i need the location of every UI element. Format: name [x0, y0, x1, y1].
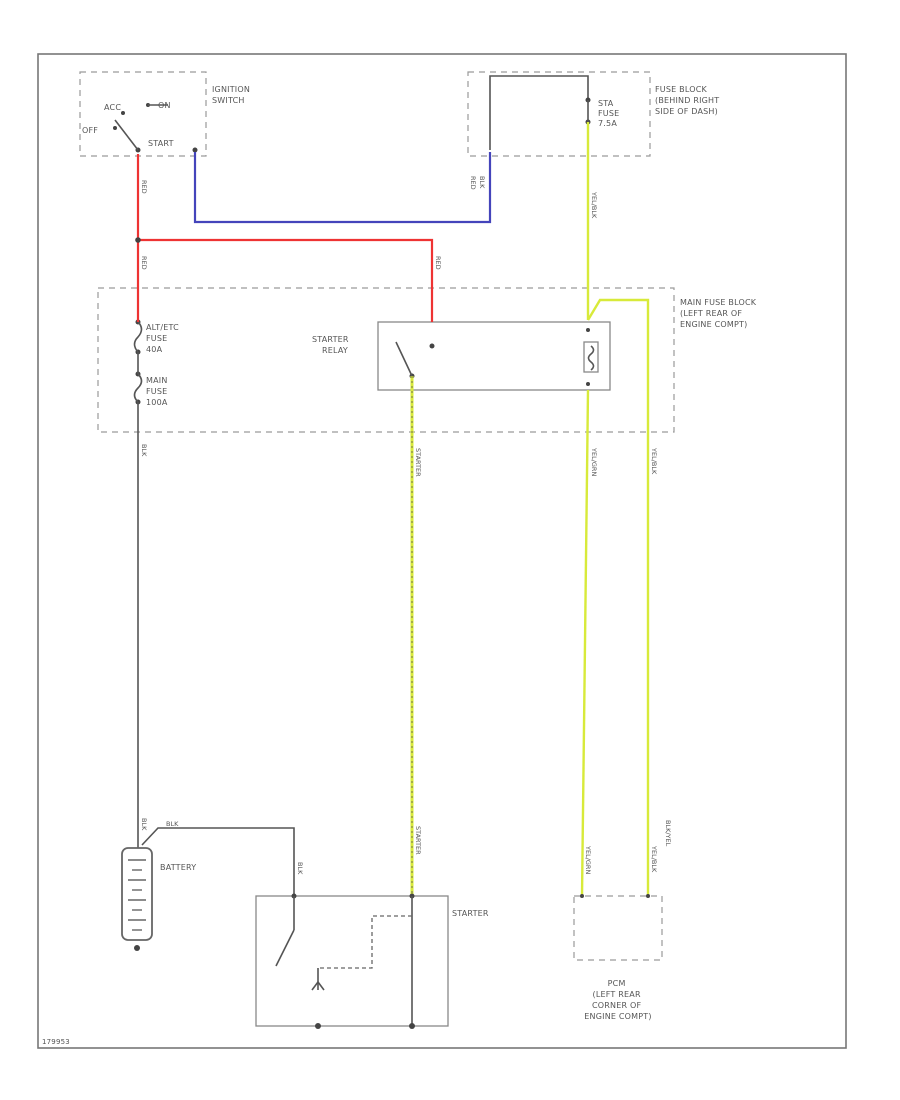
wire-label-yel-blk-1: YEL/BLK — [590, 191, 598, 219]
wire-label-starter-2: STARTER — [414, 826, 422, 855]
wire-label-blk-yel: BLK/YEL — [664, 820, 672, 847]
wire-label-yel-grn-2: YEL/GRN — [584, 845, 592, 874]
wire-labels: RED RED RED BLK RED YEL/BLK BLK STARTER … — [140, 176, 672, 875]
main-fuse-label: MAIN FUSE 100A — [146, 376, 170, 407]
wire-label-red-2: RED — [140, 256, 148, 270]
battery: BATTERY — [121, 847, 196, 951]
battery-label: BATTERY — [160, 863, 196, 872]
fuse-block-label: FUSE BLOCK (BEHIND RIGHT SIDE OF DASH) — [655, 85, 722, 116]
starter: STARTER — [255, 893, 489, 1029]
blue-wire — [193, 152, 492, 224]
ignition-switch-label: IGNITION SWITCH — [212, 85, 253, 105]
wire-label-blk-4: BLK — [296, 862, 304, 875]
wire-label-yel-grn-1: YEL/GRN — [590, 447, 598, 476]
pcm-label: PCM (LEFT REAR CORNER OF ENGINE COMPT) — [584, 979, 651, 1021]
battery-starter-cable — [141, 827, 295, 896]
red-wires — [135, 154, 434, 322]
wire-label-blk-3: BLK — [166, 820, 179, 828]
yel-blk-wire — [586, 298, 650, 896]
alt-fuse-label: ALT/ETC FUSE 40A — [146, 323, 182, 354]
wire-label-blk-2: BLK — [140, 818, 148, 831]
fuse-block-dash: FUSE BLOCK (BEHIND RIGHT SIDE OF DASH) S… — [467, 71, 722, 157]
wire-label-yel-blk-2: YEL/BLK — [650, 447, 658, 475]
starter-relay-label: STARTER RELAY — [312, 335, 351, 355]
main-fuse-block-label: MAIN FUSE BLOCK (LEFT REAR OF ENGINE COM… — [680, 298, 759, 329]
wire-label-blk-1: BLK — [140, 444, 148, 457]
sta-fuse-label: STA FUSE 7.5A — [598, 99, 622, 128]
off-label: OFF — [82, 126, 98, 135]
footer-code: 179953 — [42, 1038, 70, 1046]
start-label: START — [148, 139, 174, 148]
ignition-switch: IGNITION SWITCH ACC ON OFF START — [79, 71, 253, 157]
yel-grn-wire — [580, 389, 590, 897]
wire-label-blk-red: BLK RED — [469, 176, 486, 190]
diagram-frame — [37, 53, 847, 1049]
pcm: PCM (LEFT REAR CORNER OF ENGINE COMPT) — [573, 894, 663, 1021]
wire-label-starter-1: STARTER — [414, 448, 422, 477]
wire-label-yel-blk-3: YEL/BLK — [650, 845, 658, 873]
starter-label: STARTER — [452, 909, 489, 918]
acc-label: ACC — [104, 103, 121, 112]
main-fuse-block: MAIN FUSE BLOCK (LEFT REAR OF ENGINE COM… — [97, 287, 759, 433]
wire-label-red-1: RED — [140, 180, 148, 194]
wire-label-red-3: RED — [434, 256, 442, 270]
